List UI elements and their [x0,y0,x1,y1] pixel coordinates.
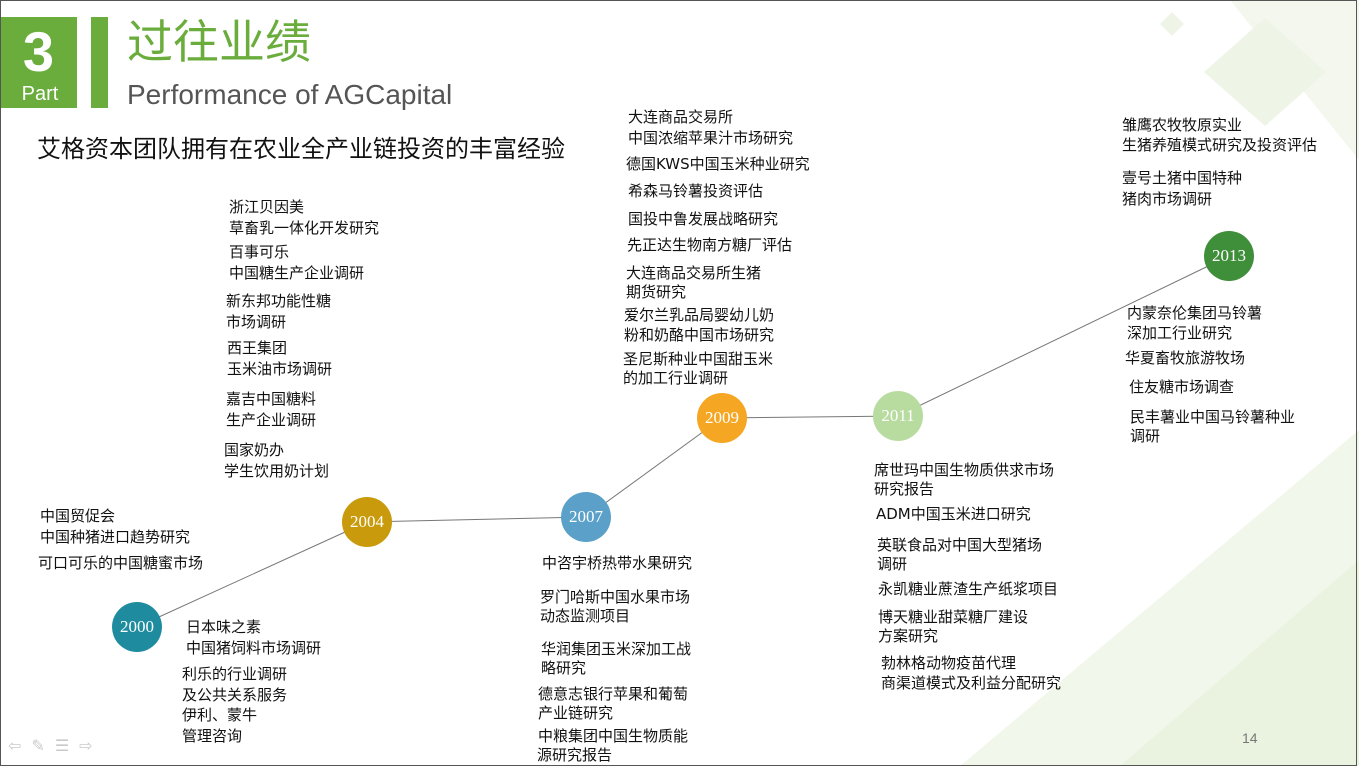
project-text: 席世玛中国生物质供求市场 [874,461,1055,479]
project-text: 调研 [1130,427,1161,445]
arrow-left-icon[interactable]: ⇦ [8,736,22,755]
project-text: 国家奶办 [224,441,285,459]
project-text: 中国浓缩苹果汁市场研究 [628,129,794,147]
project-text: 草畜乳一体化开发研究 [229,219,380,237]
project-text: 西王集团 [227,339,288,357]
project-text: 产业链研究 [538,704,614,722]
project-text: 新东邦功能性糖 [226,292,332,310]
project-text: 国投中鲁发展战略研究 [628,210,779,228]
project-text: 先正达生物南方糖厂评估 [627,236,793,254]
project-text: 及公共关系服务 [182,686,288,704]
project-text: 中国糖生产企业调研 [229,264,365,282]
project-text: 雏鹰农牧牧原实业 [1122,116,1243,134]
project-text: 动态监测项目 [540,607,631,625]
project-text: 中咨宇桥热带水果研究 [542,554,693,572]
project-text: 民丰薯业中国马铃薯种业 [1130,408,1296,426]
project-text: 管理咨询 [182,727,243,745]
project-text: 源研究报告 [537,746,613,764]
project-text: 生产企业调研 [226,411,317,429]
project-text: 住友糖市场调查 [1129,378,1235,396]
project-text: 玉米油市场调研 [227,360,333,378]
project-text: 永凯糖业蔗渣生产纸浆项目 [878,580,1059,598]
project-text: 研究报告 [874,480,935,498]
project-text: 生猪养殖模式研究及投资评估 [1122,136,1318,154]
project-text: 中国贸促会 [40,507,116,525]
project-text: 利乐的行业调研 [182,665,288,683]
project-text: 学生饮用奶计划 [224,462,330,480]
project-text: 的加工行业调研 [623,369,729,387]
arrow-right-icon[interactable]: ⇨ [79,736,93,755]
page-subtitle: 艾格资本团队拥有在农业全产业链投资的丰富经验 [37,135,565,163]
project-text: 嘉吉中国糖料 [226,390,317,408]
project-text: 粉和奶酪中国市场研究 [624,326,775,344]
part-number: 3 [22,20,55,83]
project-text: 市场调研 [226,313,287,331]
project-text: 英联食品对中国大型猪场 [877,536,1043,554]
project-text: 圣尼斯种业中国甜玉米 [623,350,774,368]
project-text: 略研究 [541,659,587,677]
project-text: 华润集团玉米深加工战 [541,640,692,658]
menu-icon[interactable]: ☰ [54,736,70,755]
project-text: 猪肉市场调研 [1122,190,1213,208]
project-text: 商渠道模式及利益分配研究 [881,674,1062,692]
project-text: 中国猪饲料市场调研 [186,639,322,657]
project-text: 深加工行业研究 [1127,324,1233,342]
year-node-2011: 2011 [873,391,923,441]
project-text: 罗门哈斯中国水果市场 [540,588,691,606]
project-text: 大连商品交易所 [628,108,734,126]
project-text: 华夏畜牧旅游牧场 [1125,349,1246,367]
page-title-english: Performance of AGCapital [127,79,453,110]
project-text: 爱尔兰乳品局婴幼儿奶 [624,306,775,324]
project-text: 德国KWS中国玉米种业研究 [626,155,810,173]
page-number: 14 [1242,730,1258,746]
project-text: 内蒙奈伦集团马铃薯 [1127,304,1263,322]
page-title: 过往业绩 [127,15,311,69]
project-text: 期货研究 [626,283,687,301]
project-text: 博天糖业甜菜糖厂建设 [878,608,1029,626]
project-text: 德意志银行苹果和葡萄 [538,685,689,703]
project-text: 大连商品交易所生猪 [626,264,762,282]
project-text: 勃林格动物疫苗代理 [881,654,1017,672]
part-label: Part [21,83,59,105]
slide-nav-controls: ⇦ ✎ ☰ ⇨ [8,736,93,755]
pen-icon[interactable]: ✎ [31,736,45,755]
project-text: 可口可乐的中国糖蜜市场 [38,554,204,572]
year-node-2004: 2004 [342,497,392,547]
year-node-2013: 2013 [1204,231,1254,281]
project-text: 浙江贝因美 [229,198,305,216]
project-text: 百事可乐 [229,243,290,261]
project-text: 日本味之素 [186,618,262,636]
project-text: 壹号土猪中国特种 [1122,169,1243,187]
year-node-2007: 2007 [561,492,611,542]
project-text: 中粮集团中国生物质能 [538,727,689,745]
year-node-2000: 2000 [112,602,162,652]
year-node-2009: 2009 [697,393,747,443]
accent-bar [91,17,108,108]
project-text: 中国种猪进口趋势研究 [40,528,191,546]
part-badge: 3 Part [0,17,77,108]
project-text: ADM中国玉米进口研究 [876,505,1031,523]
project-text: 调研 [877,555,908,573]
project-text: 方案研究 [878,627,939,645]
project-text: 伊利、蒙牛 [182,706,258,724]
project-text: 希森马铃薯投资评估 [628,182,764,200]
